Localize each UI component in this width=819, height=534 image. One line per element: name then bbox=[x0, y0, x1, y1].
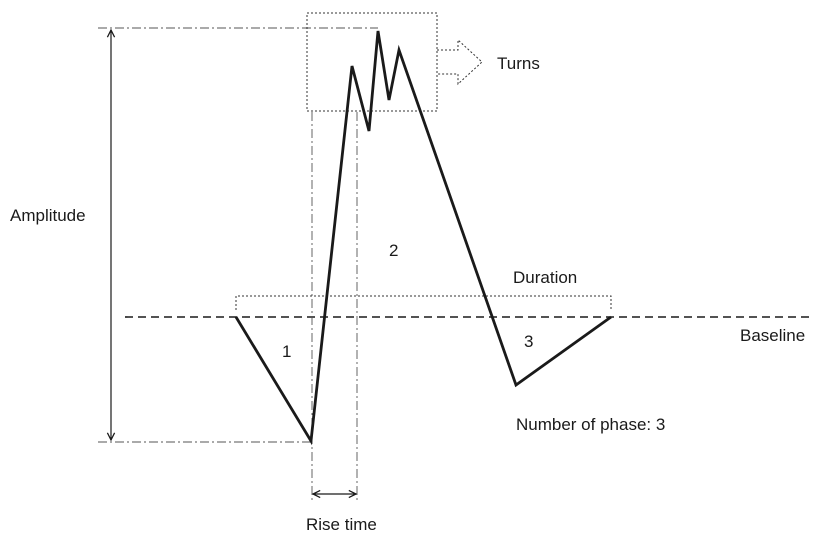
turns-arrow-icon bbox=[437, 38, 483, 86]
phase-count-label: Number of phase: 3 bbox=[516, 415, 665, 434]
phase-3-label: 3 bbox=[524, 332, 533, 351]
phase-2-label: 2 bbox=[389, 241, 398, 260]
phase-1-label: 1 bbox=[282, 342, 291, 361]
amplitude-label: Amplitude bbox=[10, 206, 86, 225]
rise-time-label: Rise time bbox=[306, 515, 377, 534]
turns-label: Turns bbox=[497, 54, 540, 73]
waveform-line bbox=[234, 30, 612, 446]
baseline-label: Baseline bbox=[740, 326, 805, 345]
duration-bracket bbox=[235, 295, 612, 310]
duration-label: Duration bbox=[513, 268, 577, 287]
